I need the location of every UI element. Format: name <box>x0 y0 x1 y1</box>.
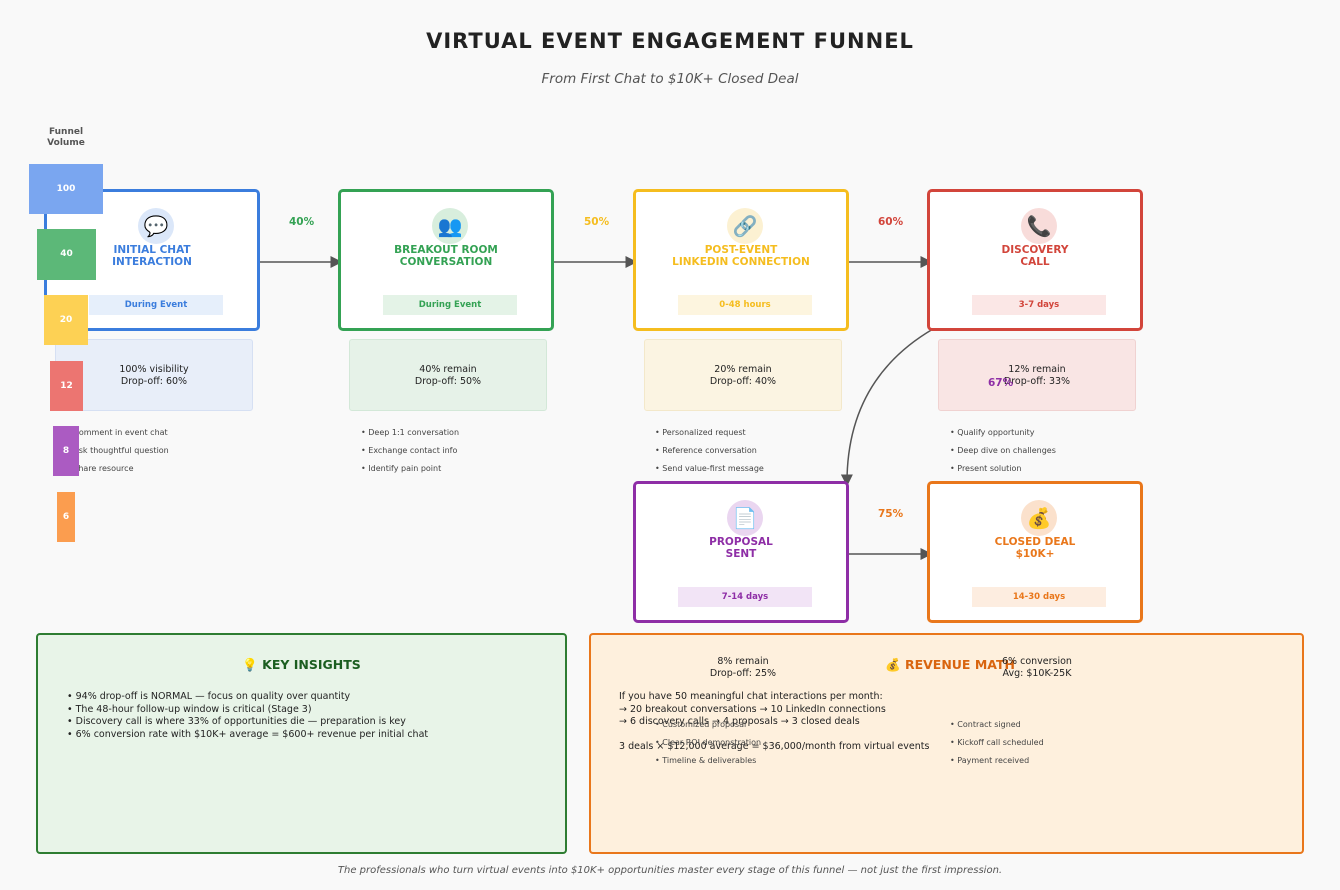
revenue-math-list: If you have 50 meaningful chat interacti… <box>619 691 929 754</box>
stage-dropoff: Avg: $10K-25K <box>1002 668 1072 679</box>
stage-action-item: • Exchange contact info <box>361 446 458 455</box>
stage-dropoff: Drop-off: 40% <box>709 376 777 387</box>
stage-card: 📄PROPOSAL SENT 7-14 days <box>633 481 849 623</box>
stage-action-list: • Comment in event chat • Ask thoughtful … <box>66 428 169 482</box>
key-insights-list: • 94% drop-off is NORMAL — focus on qual… <box>67 691 428 741</box>
stage-action-list: • Qualify opportunity • Deep dive on chal… <box>950 428 1056 482</box>
footer-note: The professionals who turn virtual event… <box>337 865 1003 876</box>
arrow-4-5 <box>840 328 934 487</box>
stage-action-item: • Share resource <box>66 464 134 473</box>
stage-action-item: • Customized proposal <box>655 720 747 729</box>
stage-timing-badge: 14-30 days <box>972 587 1106 607</box>
stage-action-item: • Timeline & deliverables <box>655 756 757 765</box>
insight-item: • The 48-hour follow-up window is critic… <box>67 703 312 715</box>
revenue-math-panel: 💰 REVENUE MATH If you have 50 meaningful… <box>589 633 1304 854</box>
stage-timing-badge: 3-7 days <box>972 295 1106 315</box>
stage-action-item: • Comment in event chat <box>66 428 168 437</box>
stage-remaining: 100% visibility <box>119 364 189 375</box>
stage-timing-badge: 0-48 hours <box>678 295 812 315</box>
stage-action-item: • Send value-first message <box>655 464 764 473</box>
stage-name: BREAKOUT ROOM CONVERSATION <box>394 244 498 268</box>
stage-remaining: 40% remain <box>419 364 477 375</box>
stage-card: 🔗POST-EVENT LINKEDIN CONNECTION 0-48 hour… <box>633 189 849 331</box>
stage-action-list: • Customized proposal • Clear ROI demonst… <box>655 720 761 774</box>
money-bag-icon: 💰 <box>1021 500 1057 536</box>
key-insights-panel: 💡 KEY INSIGHTS • 94% drop-off is NORMAL … <box>36 633 567 854</box>
money-bag-icon: 💰 <box>885 657 901 672</box>
insight-item: • 94% drop-off is NORMAL — focus on qual… <box>67 691 351 702</box>
stage-timing-badge: During Event <box>89 295 223 315</box>
stage-remaining: 6% conversion <box>1002 656 1072 667</box>
stage-card: 👥BREAKOUT ROOM CONVERSATION During Event <box>338 189 554 331</box>
stage-action-item: • Qualify opportunity <box>950 428 1035 437</box>
stage-name: CLOSED DEAL $10K+ <box>994 536 1076 560</box>
stage-dropoff: Drop-off: 50% <box>414 376 482 387</box>
stage-name: POST-EVENT LINKEDIN CONNECTION <box>672 244 810 268</box>
lightbulb-icon: 💡 <box>242 657 258 672</box>
revenue-line: → 20 breakout conversations → 10 LinkedI… <box>619 703 886 715</box>
stage-dropoff: Drop-off: 25% <box>709 668 777 679</box>
stage-action-item: • Reference conversation <box>655 446 757 455</box>
stage-action-item: • Payment received <box>950 756 1030 765</box>
stage-action-item: • Ask thoughtful question <box>66 446 169 455</box>
funnel-volume-bar: 6 <box>57 492 75 542</box>
funnel-volume-bar: 20 <box>44 295 88 345</box>
transition-rate: 67% <box>988 377 1014 389</box>
transition-rate: 60% <box>878 216 904 228</box>
stage-action-item: • Personalized request <box>655 428 746 437</box>
stage-name: DISCOVERY CALL <box>1001 244 1069 268</box>
page-subtitle: From First Chat to $10K+ Closed Deal <box>541 71 799 87</box>
revenue-math-title: 💰 REVENUE MATH <box>885 657 1015 672</box>
people-icon: 👥 <box>432 208 468 244</box>
key-insights-title: 💡 KEY INSIGHTS <box>242 657 361 672</box>
stage-timing-badge: During Event <box>383 295 517 315</box>
stage-action-item: • Present solution <box>950 464 1022 473</box>
document-icon: 📄 <box>727 500 763 536</box>
stage-action-item: • Deep dive on challenges <box>950 446 1056 455</box>
chat-bubble-icon: 💬 <box>138 208 174 244</box>
insight-item: • 6% conversion rate with $10K+ average … <box>67 728 429 740</box>
stage-action-item: • Kickoff call scheduled <box>950 738 1044 747</box>
stage-name: PROPOSAL SENT <box>709 536 773 560</box>
stage-remaining: 12% remain <box>1008 364 1066 375</box>
stage-action-list: • Contract signed • Kickoff call schedule… <box>950 720 1044 774</box>
stage-dropoff: Drop-off: 60% <box>120 376 188 387</box>
revenue-line: If you have 50 meaningful chat interacti… <box>619 691 883 702</box>
funnel-volume-bar: 100 <box>29 164 103 214</box>
transition-rate: 40% <box>289 216 315 228</box>
transition-rate: 50% <box>584 216 610 228</box>
stage-dropoff: Drop-off: 33% <box>1003 376 1071 387</box>
link-icon: 🔗 <box>727 208 763 244</box>
stage-action-item: • Identify pain point <box>361 464 442 473</box>
funnel-volume-label: Funnel Volume <box>47 127 85 148</box>
page-title: VIRTUAL EVENT ENGAGEMENT FUNNEL <box>426 29 914 53</box>
funnel-volume-bar: 8 <box>53 426 79 476</box>
phone-icon: 📞 <box>1021 208 1057 244</box>
stage-timing-badge: 7-14 days <box>678 587 812 607</box>
stage-action-item: • Contract signed <box>950 720 1021 729</box>
revenue-line: → 6 discovery calls → 4 proposals → 3 cl… <box>619 716 860 727</box>
revenue-line: 3 deals × $12,000 average = $36,000/mont… <box>619 741 930 752</box>
stage-action-item: • Deep 1:1 conversation <box>361 428 460 437</box>
insight-item: • Discovery call is where 33% of opportu… <box>67 716 406 727</box>
stage-action-list: • Deep 1:1 conversation • Exchange contac… <box>361 428 459 482</box>
funnel-volume-bar: 40 <box>37 229 96 280</box>
funnel-volume-bar: 12 <box>50 361 83 411</box>
stage-action-list: • Personalized request • Reference conver… <box>655 428 764 482</box>
stage-action-item: • Clear ROI demonstration <box>655 738 762 747</box>
stage-card: 📞DISCOVERY CALL 3-7 days <box>927 189 1143 331</box>
stage-card: 💰CLOSED DEAL $10K+ 14-30 days <box>927 481 1143 623</box>
stage-remaining: 20% remain <box>714 364 772 375</box>
transition-rate: 75% <box>878 508 904 520</box>
stage-name: INITIAL CHAT INTERACTION <box>112 244 192 268</box>
stage-remaining: 8% remain <box>717 656 769 667</box>
